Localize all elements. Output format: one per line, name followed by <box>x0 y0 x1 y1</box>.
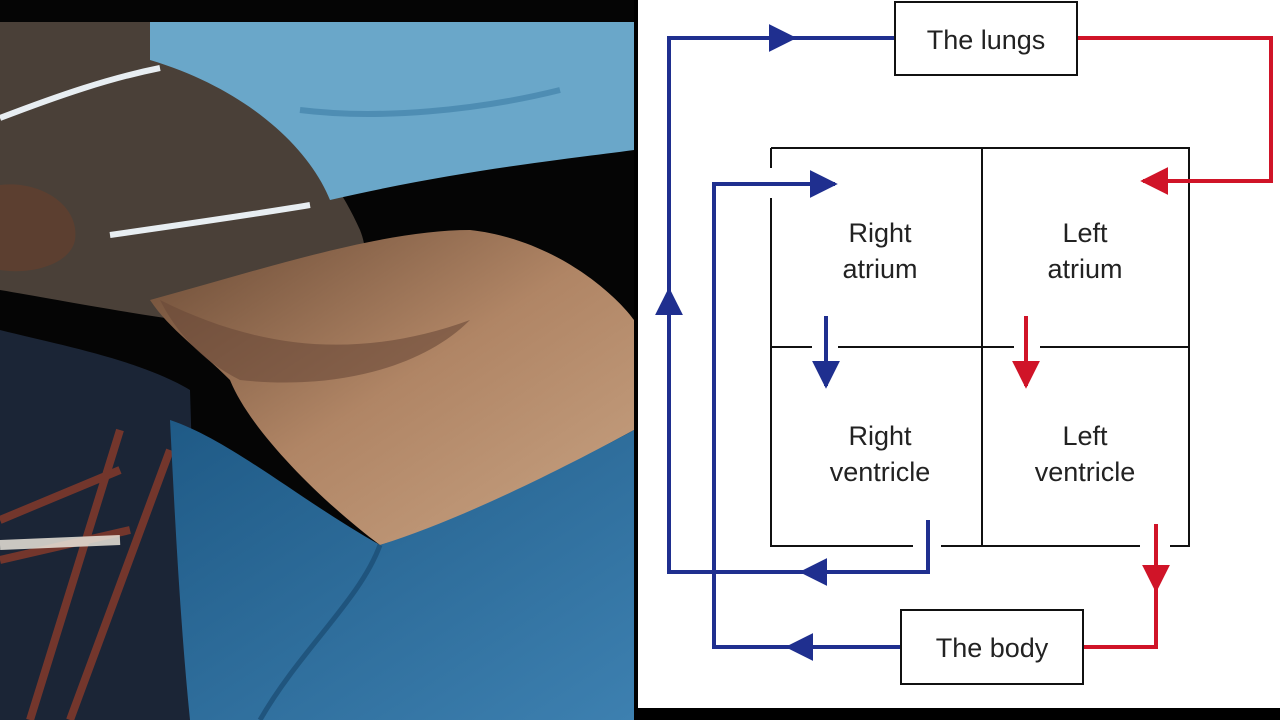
plaid-cloth <box>0 330 200 720</box>
lungs-box <box>894 1 1078 76</box>
ear <box>0 184 76 272</box>
right-ventricle-label-line1: Right <box>848 421 912 451</box>
right-ventricle-label-line2: ventricle <box>830 457 931 487</box>
head-region <box>0 22 366 330</box>
diagram-background <box>638 0 1280 708</box>
body-label: The body <box>936 633 1049 663</box>
right-atrium-label-line1: Right <box>848 218 912 248</box>
oxygenated-pathway <box>1012 36 1273 649</box>
left-ventricle-label-line2: ventricle <box>1035 457 1136 487</box>
deoxygenated-pathway <box>655 24 930 661</box>
blue-shirt <box>170 420 634 720</box>
heart-chambers-grid <box>770 147 1190 547</box>
lungs-label: The lungs <box>927 25 1046 55</box>
neck-photo <box>0 0 634 720</box>
left-atrium-label-line2: atrium <box>1047 254 1122 284</box>
neck-skin <box>150 230 634 545</box>
circulation-diagram: The lungs The body Right atrium Left atr… <box>638 0 1280 708</box>
right-atrium-label-line2: atrium <box>842 254 917 284</box>
left-atrium-label-line1: Left <box>1062 218 1108 248</box>
left-ventricle-label-line1: Left <box>1062 421 1108 451</box>
body-box <box>900 609 1084 685</box>
